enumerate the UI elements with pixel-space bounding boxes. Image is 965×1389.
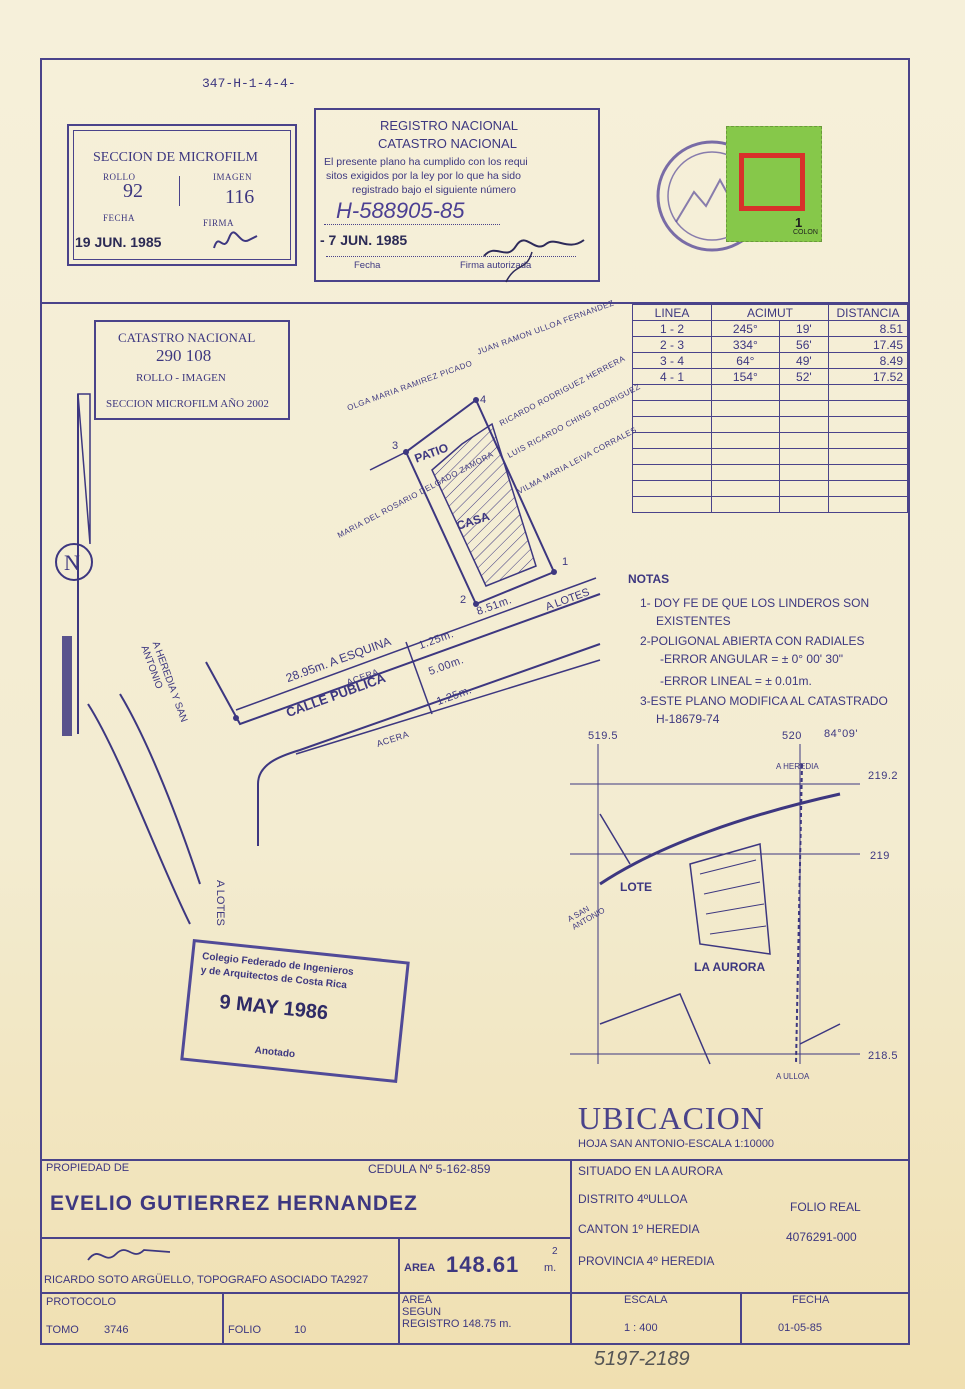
table-header: DISTANCIA [828,304,908,321]
microfilm-rollo: 92 [123,180,143,202]
plan-frame [40,58,910,1345]
catastro-2002-stamp: CATASTRO NACIONAL 290 108 ROLLO - IMAGEN… [94,320,290,420]
footer-divider [40,1159,910,1161]
table-row [632,464,908,481]
escala-value: 1 : 400 [624,1322,658,1334]
timbre-logo-icon [739,153,805,211]
timbre-stamp: 1 COLON [726,126,822,242]
table-row [632,480,908,497]
north-icon: N [64,550,80,575]
colegio-stamp: Colegio Federado de Ingenieros y de Arqu… [180,938,410,1084]
table-row [632,432,908,449]
cedula: CEDULA Nº 5-162-859 [368,1162,491,1176]
catastro-2002-number: 290 108 [156,346,212,365]
site-plan-drawing [55,393,601,925]
registro-number: H-588905-85 [336,198,465,223]
notes-title: NOTAS [628,572,670,586]
microfilm-title: SECCION DE MICROFILM [93,150,258,165]
ubicacion-title: UBICACION [578,1100,765,1136]
microfilm-stamp: SECCION DE MICROFILM ROLLO IMAGEN 92 116… [67,124,297,266]
microfilm-date: 19 JUN. 1985 [75,234,162,250]
header-divider [40,302,910,304]
topografo: RICARDO SOTO ARGÜELLO, TOPOGRAFO ASOCIAD… [44,1274,369,1286]
table-header: ACIMUT [711,304,829,321]
authorized-signature [483,239,585,283]
registro-stamp: REGISTRO NACIONAL CATASTRO NACIONAL El p… [314,108,600,283]
doc-code: 347-H-1-4-4- [202,76,296,91]
topografo-signature [87,1249,171,1261]
registro-date: - 7 JUN. 1985 [320,232,408,248]
area-value: 148.61 [446,1252,520,1277]
location-map [570,744,860,1065]
plan-date: 01-05-85 [778,1322,823,1334]
table-row [632,384,908,401]
table-row [632,496,908,513]
table-row [632,448,908,465]
table-header: LINEA [632,304,712,321]
owner-name: EVELIO GUTIERREZ HERNANDEZ [50,1192,418,1215]
signature-mark [213,231,258,249]
table-row [632,400,908,417]
bottom-note: 5197-2189 [594,1348,690,1370]
folio-real: 4076291-000 [786,1230,857,1244]
microfilm-imagen: 116 [225,186,255,208]
table-row [632,416,908,433]
